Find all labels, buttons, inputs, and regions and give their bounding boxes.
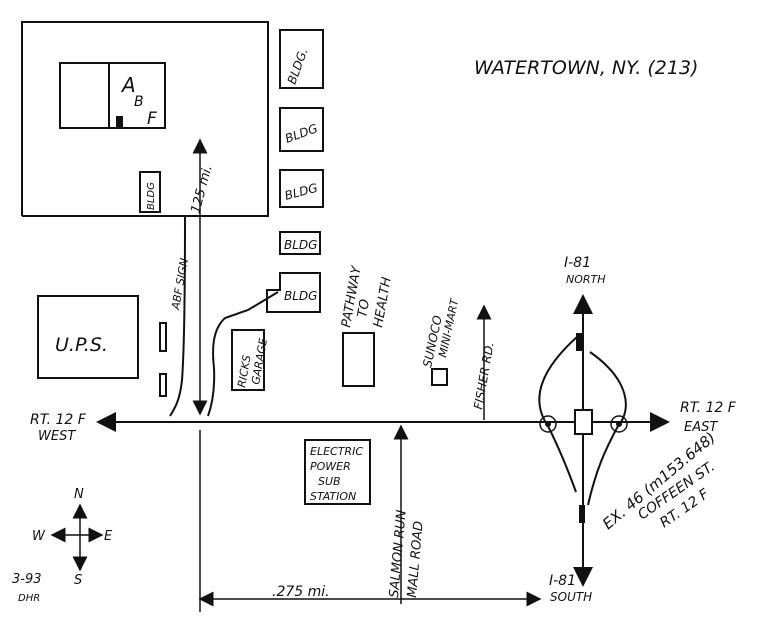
abf-sign-post-1 <box>159 322 167 352</box>
i81-north-label-2: NORTH <box>566 273 606 286</box>
rt12f-west-label-1: RT. 12 F <box>30 412 87 428</box>
building-letter-a: A <box>120 73 136 97</box>
electric-label-3: SUB <box>318 475 341 488</box>
electric-label-4: STATION <box>310 490 356 503</box>
traffic-light-east <box>610 415 628 433</box>
author-initials: DHR <box>18 593 40 604</box>
bldg-5-label: BLDG <box>284 289 317 303</box>
bldg-4-label: BLDG <box>284 238 317 252</box>
abf-terminal-building <box>59 62 166 129</box>
distance-bottom-label: .275 mi. <box>272 584 330 600</box>
fisher-rd-label: FISHER RD. <box>471 341 497 411</box>
rt12f-east-label-2: EAST <box>684 420 718 435</box>
ups-label: U.P.S. <box>55 334 108 356</box>
garage-driveway <box>207 291 279 417</box>
pathway-label-1: PATHWAY <box>339 264 365 329</box>
pathway-label-2: TO <box>355 298 373 319</box>
ricks-garage <box>231 329 265 391</box>
electric-label-1: ELECTRIC <box>310 445 363 458</box>
compass-s: S <box>74 573 82 588</box>
ups-building <box>37 295 139 379</box>
compass-w: W <box>32 529 46 544</box>
ramp-east <box>587 351 627 506</box>
abf-sign-label: ABF SIGN <box>169 257 191 311</box>
rt12f-east-label-1: RT. 12 F <box>680 400 737 416</box>
pathway-to-health-building <box>342 332 375 387</box>
salmon-run-label-2: MALL ROAD <box>405 520 427 598</box>
small-bldg-label: BLDG <box>146 182 157 210</box>
bldg-1 <box>279 29 324 89</box>
ramp-marker-top <box>576 333 582 351</box>
i81-north-label-1: I-81 <box>564 255 591 271</box>
bldg-3 <box>279 169 324 208</box>
map-title: WATERTOWN, NY. (213) <box>474 57 698 79</box>
compass-n: N <box>74 487 84 502</box>
bldg-2 <box>279 107 324 152</box>
bldg-4 <box>279 231 321 255</box>
electric-substation <box>304 439 371 505</box>
ramp-west <box>538 335 579 493</box>
i81-south-label-2: SOUTH <box>550 590 592 604</box>
ramp-marker-bottom <box>579 505 585 523</box>
lot-access-road <box>169 215 186 417</box>
abf-sign-post-2 <box>159 373 167 397</box>
door-marker <box>116 116 123 129</box>
rt12f-west-label-2: WEST <box>38 429 76 444</box>
overpass-bridge <box>574 409 593 435</box>
i81-south-label-1: I-81 <box>549 573 576 589</box>
sunoco-mini-mart <box>431 368 448 386</box>
compass-rose <box>50 503 104 572</box>
traffic-light-west <box>539 415 557 433</box>
bldg-5 <box>266 272 321 313</box>
map-date: 3-93 <box>12 572 42 587</box>
small-bldg <box>139 171 161 213</box>
building-letter-b: B <box>134 94 144 110</box>
ricks-garage-label-1: RICKS <box>235 354 253 389</box>
pathway-label-3: HEALTH <box>371 276 395 329</box>
electric-label-2: POWER <box>310 460 351 473</box>
building-letter-f: F <box>147 109 157 129</box>
distance-north-label: .125 mi. <box>187 163 215 219</box>
compass-e: E <box>104 529 113 544</box>
